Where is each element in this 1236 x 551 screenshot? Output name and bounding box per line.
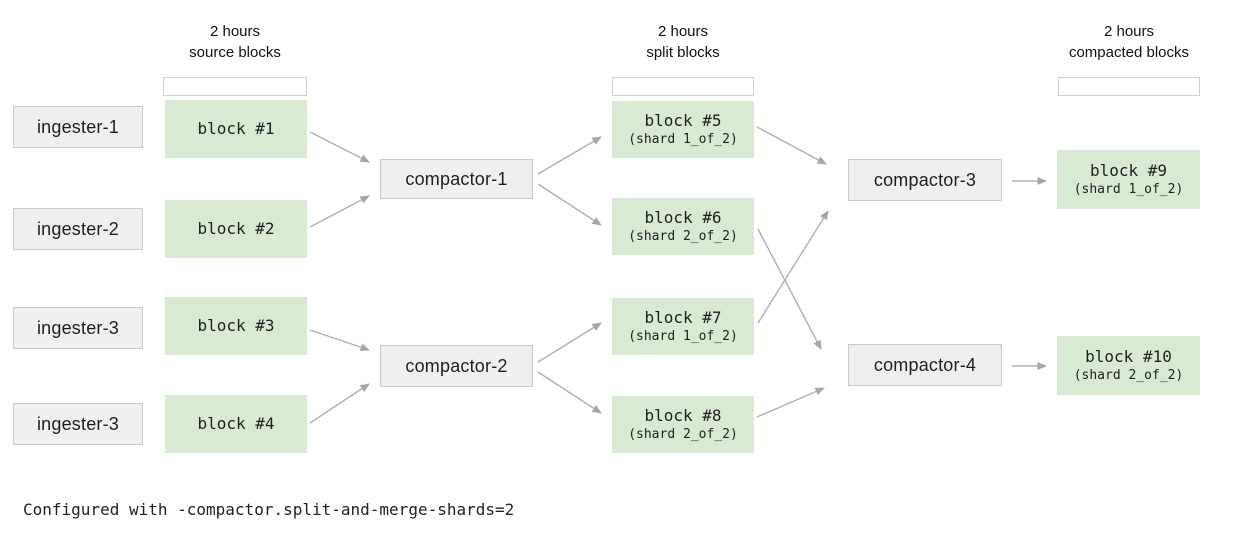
- time-range-bracket-split: [612, 77, 754, 96]
- source-block-1: block #1: [165, 100, 307, 158]
- arrow-block5-to-compactor3: [756, 126, 827, 165]
- ingester-3b-node: ingester-3: [13, 403, 143, 445]
- arrow-block1-to-compactor1: [309, 131, 370, 163]
- header-line: split blocks: [646, 44, 720, 61]
- block-label: block #3: [197, 316, 275, 335]
- time-range-bracket-source: [163, 77, 307, 96]
- compactor-1-node: compactor-1: [380, 159, 533, 199]
- arrow-block8-to-compactor4: [756, 387, 825, 418]
- source-block-4: block #4: [165, 395, 307, 453]
- ingester-label: ingester-1: [36, 116, 120, 137]
- compactor-label: compactor-4: [873, 354, 977, 375]
- ingester-1-node: ingester-1: [13, 106, 143, 148]
- compactor-label: compactor-1: [405, 168, 508, 189]
- header-split-blocks: 2 hours split blocks: [573, 21, 793, 63]
- block-label: block #2: [197, 219, 275, 238]
- compacted-block-10: block #10 (shard 2_of_2): [1057, 336, 1200, 395]
- time-range-bracket-compacted: [1058, 77, 1200, 96]
- split-block-6: block #6 (shard 2_of_2): [612, 198, 754, 255]
- compactor-label: compactor-3: [873, 169, 977, 190]
- compactor-2-node: compactor-2: [380, 345, 533, 387]
- block-label: block #1: [197, 119, 275, 138]
- shard-label: (shard 2_of_2): [1073, 368, 1184, 383]
- arrow-compactor2-to-block7: [537, 322, 602, 363]
- arrow-block4-to-compactor2: [309, 383, 370, 424]
- header-compacted-blocks: 2 hours compacted blocks: [1019, 21, 1236, 63]
- compactor-3-node: compactor-3: [848, 159, 1002, 201]
- ingester-label: ingester-3: [36, 413, 120, 434]
- block-label: block #8: [644, 406, 722, 425]
- arrow-block6-to-compactor4: [757, 228, 822, 350]
- arrow-block7-to-compactor3: [757, 210, 829, 324]
- arrow-block2-to-compactor1: [309, 195, 370, 228]
- block-label: block #10: [1085, 347, 1172, 366]
- arrow-block3-to-compactor2: [309, 329, 370, 352]
- shard-label: (shard 1_of_2): [1073, 182, 1184, 197]
- block-label: block #6: [644, 208, 722, 227]
- header-source-blocks: 2 hours source blocks: [125, 21, 345, 63]
- header-line: 2 hours: [209, 23, 261, 40]
- header-line: compacted blocks: [1068, 44, 1190, 61]
- block-label: block #7: [644, 308, 722, 327]
- shard-label: (shard 1_of_2): [628, 132, 738, 147]
- ingester-label: ingester-2: [36, 218, 120, 239]
- compacted-block-9: block #9 (shard 1_of_2): [1057, 150, 1200, 209]
- ingester-label: ingester-3: [36, 317, 120, 338]
- ingester-2-node: ingester-2: [13, 208, 143, 250]
- block-label: block #5: [644, 111, 722, 130]
- arrow-compactor1-to-block6: [537, 183, 602, 226]
- arrow-compactor2-to-block8: [537, 371, 602, 414]
- source-block-3: block #3: [165, 297, 307, 355]
- config-caption: Configured with -compactor.split-and-mer…: [23, 500, 515, 519]
- split-block-5: block #5 (shard 1_of_2): [612, 101, 754, 158]
- header-line: source blocks: [189, 44, 281, 61]
- shard-label: (shard 1_of_2): [628, 329, 738, 344]
- shard-label: (shard 2_of_2): [628, 229, 738, 244]
- header-line: 2 hours: [657, 23, 709, 40]
- compactor-4-node: compactor-4: [848, 344, 1002, 386]
- block-label: block #4: [197, 414, 275, 433]
- header-line: 2 hours: [1103, 23, 1155, 40]
- split-block-7: block #7 (shard 1_of_2): [612, 298, 754, 355]
- source-block-2: block #2: [165, 200, 307, 258]
- block-label: block #9: [1089, 161, 1168, 180]
- shard-label: (shard 2_of_2): [628, 427, 738, 442]
- compactor-label: compactor-2: [405, 355, 508, 376]
- split-block-8: block #8 (shard 2_of_2): [612, 396, 754, 453]
- arrow-compactor1-to-block5: [537, 136, 602, 175]
- ingester-3-node: ingester-3: [13, 307, 143, 349]
